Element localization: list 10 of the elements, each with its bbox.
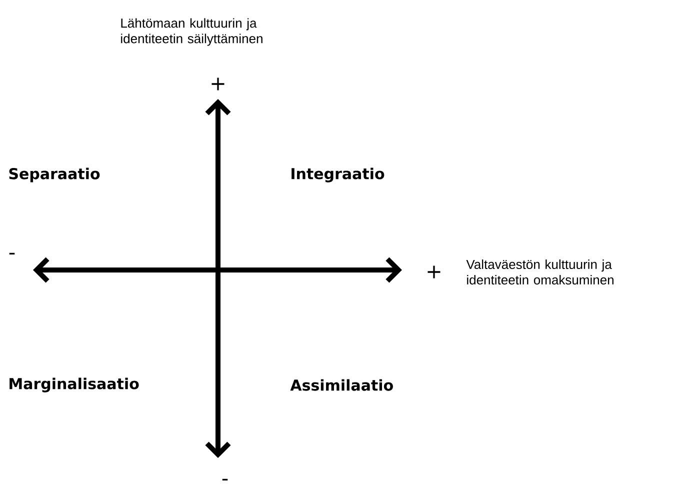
sign-label: -: [9, 252, 15, 254]
quadrant-label: Integraatio: [292, 168, 384, 182]
axis-label: Valtaväestön kulttuurin ja identiteetin omaksuminen: [466, 259, 614, 285]
sign-label: -: [222, 478, 228, 480]
quadrant-label: Separaatio: [9, 168, 100, 182]
sign-label: +: [212, 78, 224, 90]
sign-label: +: [428, 266, 440, 278]
quadrant-label: Assimilaatio: [290, 379, 393, 391]
axis-label: Lähtömaan kulttuurin ja identiteetin säilyttäminen: [121, 18, 262, 46]
quadrant-label: Marginalisaatio: [10, 378, 139, 392]
